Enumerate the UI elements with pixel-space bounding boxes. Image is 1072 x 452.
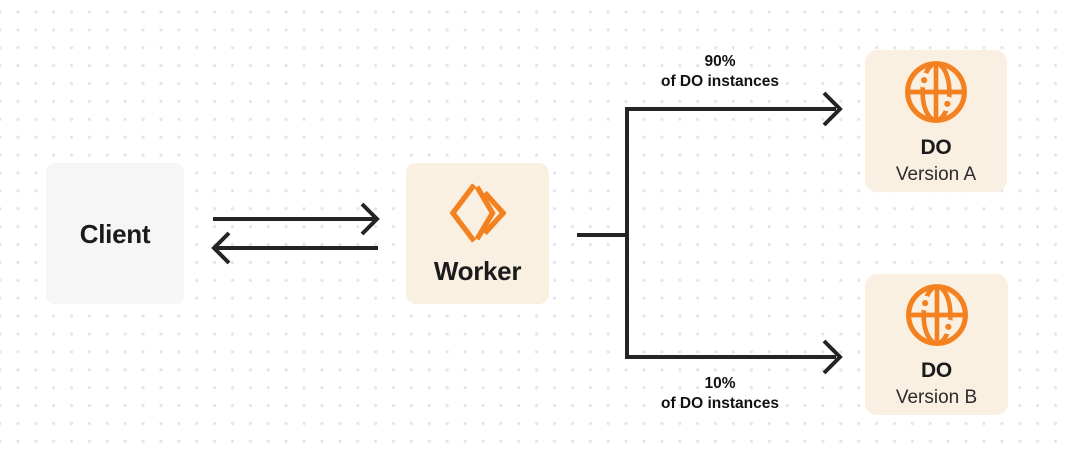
do-a-subtitle: Version A — [895, 163, 977, 185]
do-b-title: DO — [920, 359, 953, 382]
edge-label-10-percent: 10% of DO instances — [620, 374, 820, 413]
edge-label-90-line2: of DO instances — [661, 72, 779, 90]
arrow-client-to-worker — [213, 202, 380, 236]
edge-label-90-line1: 90% — [704, 53, 736, 70]
branch-trunk — [625, 107, 836, 359]
globe-icon — [905, 284, 968, 346]
arrow-worker-to-client — [211, 231, 378, 265]
worker-chevrons-icon — [449, 183, 506, 243]
worker-node: Worker — [406, 163, 549, 304]
arrowhead-to-do-b — [822, 339, 843, 375]
do-b-subtitle: Version B — [895, 387, 978, 408]
do-a-title: DO — [920, 135, 952, 159]
globe-icon — [905, 60, 967, 123]
client-node: Client — [46, 163, 184, 304]
edge-label-10-line1: 10% — [704, 375, 736, 392]
do-version-a-node: DO Version A — [865, 50, 1007, 192]
worker-label: Worker — [433, 256, 522, 286]
edge-label-90-percent: 90% of DO instances — [620, 52, 820, 91]
arrowhead-to-do-a — [822, 91, 843, 127]
edge-label-10-line2: of DO instances — [661, 394, 779, 412]
client-label: Client — [79, 218, 151, 249]
do-version-b-node: DO Version B — [865, 274, 1008, 415]
